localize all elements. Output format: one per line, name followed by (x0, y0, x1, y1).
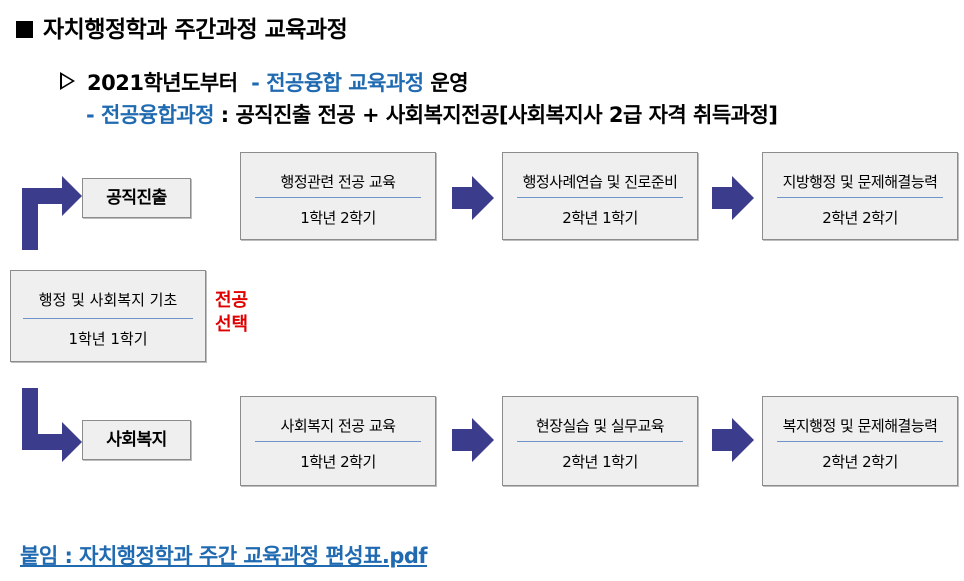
intro-operate: 운영 (430, 71, 469, 95)
stage-box: 행정사례연습 및 진로준비 2학년 1학기 (502, 152, 698, 240)
square-bullet-icon (16, 21, 33, 38)
stage-box: 복지행정 및 문제해결능력 2학년 2학기 (762, 396, 958, 486)
page-title-text: 자치행정학과 주간과정 교육과정 (43, 17, 348, 43)
branch-down-arrow-icon (22, 388, 82, 462)
divider (777, 441, 943, 442)
intro-year: 2021학년도부터 (87, 71, 238, 95)
right-arrow-icon (712, 418, 754, 462)
intro-course-desc: : 공직진출 전공 + 사회복지전공[사회복지사 2급 자격 취득과정] (220, 103, 778, 127)
base-course-term: 1학년 1학기 (68, 330, 148, 348)
base-course-box: 행정 및 사회복지 기초 1학년 1학기 (10, 270, 206, 362)
divider (517, 197, 683, 198)
branch-up-arrow-icon (22, 176, 82, 250)
intro-course-highlight: - 전공융합과정 (86, 103, 214, 127)
stage-term: 2학년 1학기 (562, 209, 638, 227)
track-label-social-welfare: 사회복지 (82, 420, 191, 460)
triangle-bullet-icon (60, 72, 75, 90)
stage-title: 행정관련 전공 교육 (280, 173, 396, 191)
divider (517, 441, 683, 442)
right-arrow-icon (452, 176, 494, 220)
stage-term: 1학년 2학기 (300, 209, 376, 227)
stage-box: 행정관련 전공 교육 1학년 2학기 (240, 152, 436, 240)
stage-title: 행정사례연습 및 진로준비 (522, 173, 678, 191)
attachment-link[interactable]: 붙임 : 자치행정학과 주간 교육과정 편성표.pdf (20, 544, 428, 568)
intro-line-2: - 전공융합과정 : 공직진출 전공 + 사회복지전공[사회복지사 2급 자격 … (86, 99, 778, 129)
base-course-title: 행정 및 사회복지 기초 (38, 291, 178, 309)
right-arrow-icon (712, 176, 754, 220)
intro-program-highlight: - 전공융합 교육과정 (251, 71, 424, 95)
divider (255, 197, 421, 198)
intro-line-1: 2021학년도부터 - 전공융합 교육과정 운영 (60, 67, 469, 97)
track-label-public-service: 공직진출 (82, 178, 191, 218)
stage-title: 현장실습 및 실무교육 (535, 417, 665, 435)
divider (255, 441, 421, 442)
stage-term: 2학년 2학기 (822, 209, 898, 227)
stage-term: 2학년 2학기 (822, 453, 898, 471)
stage-box: 사회복지 전공 교육 1학년 2학기 (240, 396, 436, 486)
stage-term: 1학년 2학기 (300, 453, 376, 471)
stage-title: 사회복지 전공 교육 (280, 417, 396, 435)
stage-title: 복지행정 및 문제해결능력 (782, 417, 938, 435)
divider (23, 318, 193, 319)
page-title: 자치행정학과 주간과정 교육과정 (16, 10, 348, 44)
divider (777, 197, 943, 198)
stage-term: 2학년 1학기 (562, 453, 638, 471)
stage-box: 현장실습 및 실무교육 2학년 1학기 (502, 396, 698, 486)
right-arrow-icon (452, 418, 494, 462)
major-select-label: 전공 선택 (215, 290, 249, 335)
stage-title: 지방행정 및 문제해결능력 (782, 173, 938, 191)
stage-box: 지방행정 및 문제해결능력 2학년 2학기 (762, 152, 958, 240)
